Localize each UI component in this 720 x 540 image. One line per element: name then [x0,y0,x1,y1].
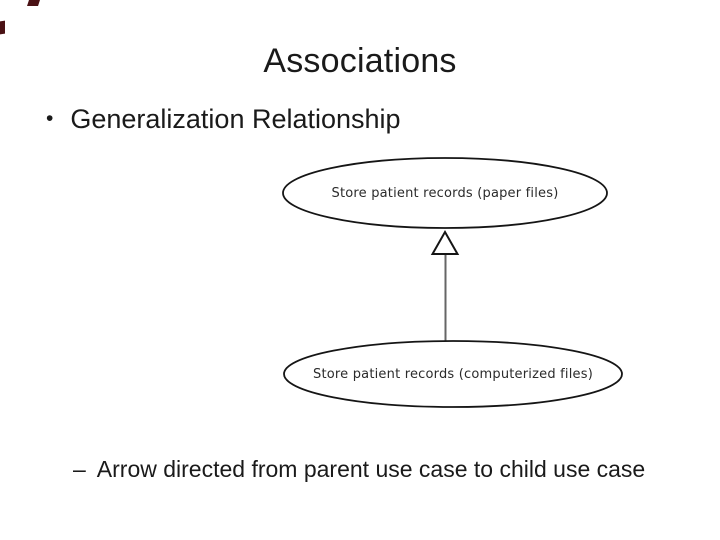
bullet-label: Generalization Relationship [70,104,401,134]
parent-use-case-ellipse [282,157,608,229]
sub-bullet-label: Arrow directed from parent use case to c… [96,456,646,482]
sub-bullet-item-arrow-direction: – Arrow directed from parent use case to… [73,455,710,484]
use-case-generalization-diagram: Store patient records (paper files) Stor… [270,150,635,416]
bullet-item-generalization: • Generalization Relationship [46,103,700,136]
parent-use-case-label: Store patient records (paper files) [332,186,559,201]
dash-bullet-icon: – [73,456,86,482]
bullet-icon: • [46,107,54,130]
top-edge-artifact [27,0,40,6]
page-title: Associations [263,42,457,80]
left-edge-artifact [0,20,5,35]
child-use-case-label: Store patient records (computerized file… [313,367,593,382]
child-use-case-ellipse [283,340,623,408]
generalization-arrowhead-icon [430,229,460,255]
